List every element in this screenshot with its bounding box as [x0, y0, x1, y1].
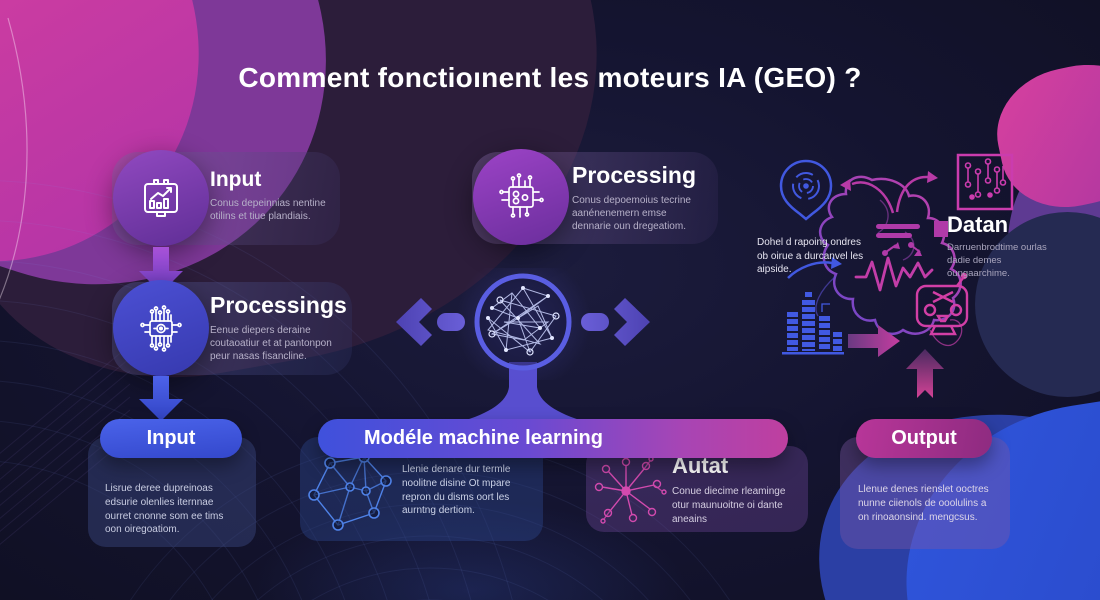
waveform-icon [854, 256, 934, 292]
card-processings-title: Processings [210, 292, 347, 318]
curved-arrow-left [840, 179, 895, 214]
list-icon [876, 221, 948, 238]
card-processing-desc: Conus depoemoius tecrine aanénenemern em… [572, 195, 691, 233]
datan-block: Datan Darruenbrodtime ourlas dadie demes… [947, 212, 1059, 280]
segmented-bar-chart-icon [782, 292, 844, 355]
robot-chip-icon [915, 272, 969, 336]
arrow-left-icon [396, 298, 465, 346]
card-input-title: Input [210, 168, 262, 191]
annotation-text: Dohel d rapoing ondres ob oirue a durcan… [757, 237, 864, 275]
datan-desc: Darruenbrodtime ourlas dadie demes ounga… [947, 242, 1047, 279]
output-pill-label: Output [891, 427, 957, 449]
ml-panel-text: Llenie denare dur termle noolitne disine… [402, 464, 511, 517]
arrow-up-output [906, 349, 944, 398]
input-pill-button[interactable]: Input [100, 419, 242, 458]
card-processing-circle [473, 149, 569, 245]
output-panel-text: Llenue denes rienslet ooctres nunne ciie… [858, 484, 989, 523]
curved-arrow-right [895, 171, 938, 213]
neural-mesh [487, 287, 557, 353]
presentation-chart-icon [144, 179, 178, 217]
model-machine-learning-bar[interactable]: Modéle machine learning [318, 419, 788, 458]
card-processings: Processings Eenue diepers deraine coutao… [112, 280, 352, 376]
card-processing-title: Processing [572, 162, 696, 188]
curved-arrow-blue [787, 257, 842, 279]
ai-brain-illustration [779, 153, 1014, 398]
card-input: Input Conus depeinnias nentine otilins e… [112, 150, 340, 246]
input-pill-label: Input [146, 427, 196, 449]
input-panel-text: Lisrue deree dupreinoas edsurie olenlies… [105, 483, 224, 536]
output-pill-button[interactable]: Output [856, 419, 992, 458]
card-processings-desc: Eenue diepers deraine coutaoatiur et at … [210, 325, 332, 363]
neural-network-core [396, 268, 650, 380]
model-bar-label: Modéle machine learning [364, 427, 603, 449]
connector-stem [460, 362, 586, 422]
target-pin-icon [779, 159, 833, 221]
arrow-right-icon [581, 298, 650, 346]
radial-network-icon [594, 456, 667, 524]
page-title: Comment fonctioınent les moteurs IA (GEO… [238, 62, 862, 93]
arrow-down-blue [139, 376, 183, 421]
datan-title: Datan [947, 212, 1009, 237]
autat-panel: Autat Conue diecime rleaminge otur maunu… [586, 446, 808, 532]
glow-bottom-center [250, 500, 690, 600]
card-input-desc: Conus depeinnias nentine otilins et tiue… [210, 198, 326, 223]
chip-nodes-icon [499, 173, 544, 218]
autat-desc: Conue diecime rleaminge otur maunuoitne … [672, 486, 786, 525]
mini-arrows [882, 242, 922, 256]
card-input-circle [113, 150, 209, 246]
circuit-board-icon [956, 153, 1014, 211]
chip-circuit-icon [140, 305, 182, 352]
polyhedron-network-icon [308, 451, 392, 531]
card-processings-circle [113, 280, 209, 376]
card-processing: Processing Conus depoemoius tecrine aané… [472, 149, 718, 245]
arrow-right-magenta [848, 325, 900, 357]
